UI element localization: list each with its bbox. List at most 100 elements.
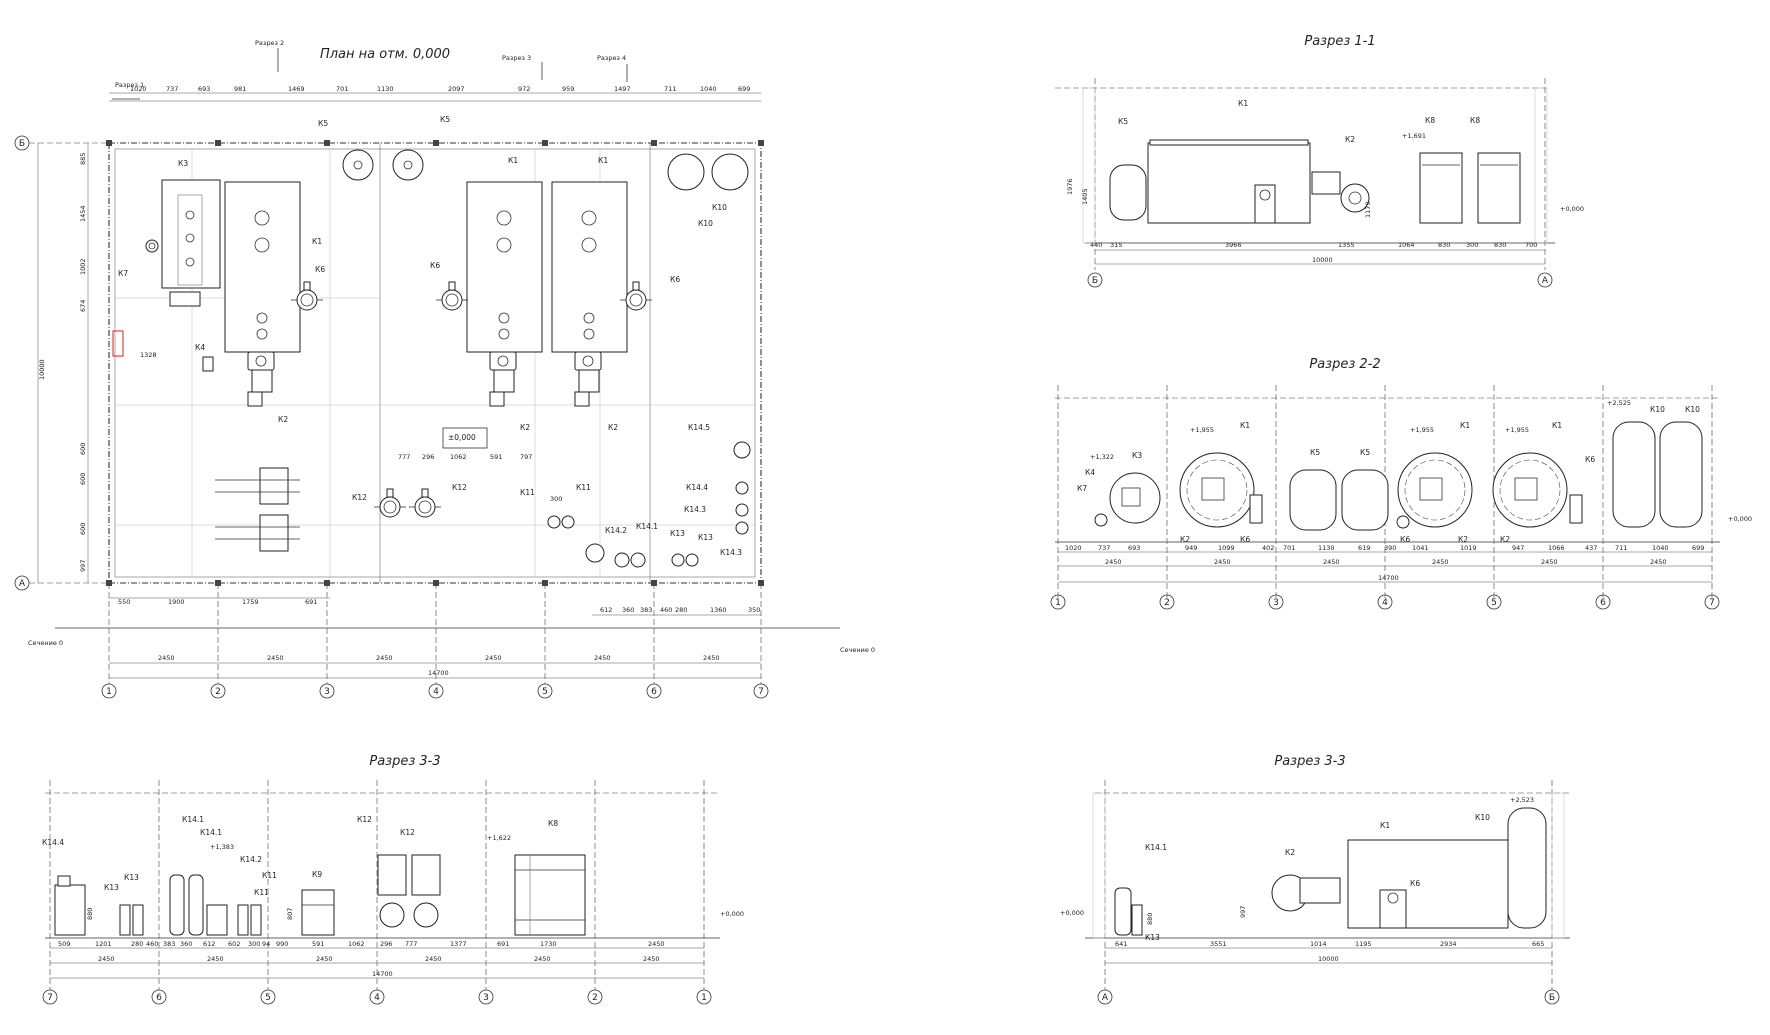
s11-floor-level: +0,000 bbox=[1560, 205, 1584, 213]
floor-plan: План на отм. 0,000 bbox=[14, 39, 875, 699]
s33l-dim: 1377 bbox=[450, 940, 467, 948]
s22-axis: 4 bbox=[1382, 598, 1388, 608]
s22-label-k5: К5 bbox=[1310, 448, 1320, 457]
label-k14-3: К14.3 bbox=[720, 548, 742, 557]
s33r-dim: 3551 bbox=[1210, 940, 1227, 948]
s11-axis-a: А bbox=[1542, 276, 1549, 286]
s33r-dim: 665 bbox=[1532, 940, 1544, 948]
s22-label-k1: К1 bbox=[1552, 421, 1562, 430]
equipment-k14-3 bbox=[735, 503, 749, 535]
s33r-k1 bbox=[1347, 839, 1509, 929]
dim-right-bottom: 460 bbox=[660, 606, 672, 614]
s33l-level: +1,622 bbox=[487, 834, 511, 842]
dim-bottom: 1900 bbox=[168, 598, 185, 606]
s22-dim: 1020 bbox=[1065, 544, 1082, 552]
s33r-dim: 1014 bbox=[1310, 940, 1327, 948]
label-k6: К6 bbox=[670, 275, 680, 284]
s11-dim: 300 bbox=[1466, 241, 1478, 249]
label-k14-3: К14.3 bbox=[684, 505, 706, 514]
s33l-dim: 94 bbox=[262, 940, 270, 948]
equipment-k5 bbox=[342, 149, 424, 181]
equipment-k12-a bbox=[373, 488, 407, 518]
s33r-k2 bbox=[1271, 874, 1341, 912]
section-2-2: Разрез 2-2 К3 К4 К7 +1,322 К1 bbox=[1050, 357, 1752, 610]
s22-level: +1,955 bbox=[1190, 426, 1214, 434]
s22-spacing: 2450 bbox=[1323, 558, 1340, 566]
s33l-label: К14.1 bbox=[182, 815, 204, 824]
label-k2: К2 bbox=[520, 423, 530, 432]
s33l-dim: 1201 bbox=[95, 940, 112, 948]
dim-top: 1040 bbox=[700, 85, 717, 93]
dim-inner: 591 bbox=[490, 453, 502, 461]
level-box bbox=[442, 427, 488, 449]
label-k11: К11 bbox=[520, 488, 535, 497]
s33l-label: К8 bbox=[548, 819, 558, 828]
s22-label-k10: К10 bbox=[1685, 405, 1700, 414]
equipment-k12-b bbox=[408, 488, 442, 518]
s22-label-k7: К7 bbox=[1077, 484, 1087, 493]
equipment-k2-a bbox=[247, 351, 275, 407]
s22-label-k2: К2 bbox=[1458, 535, 1468, 544]
s33l-k14-1 bbox=[169, 874, 204, 936]
s22-label-k5: К5 bbox=[1360, 448, 1370, 457]
s11-dim: 440 bbox=[1090, 241, 1102, 249]
s22-level: +1,322 bbox=[1090, 453, 1114, 461]
s11-dim: 1355 bbox=[1338, 241, 1355, 249]
s33r-k10 bbox=[1507, 807, 1547, 929]
label-k12: К12 bbox=[352, 493, 367, 502]
s33r-height: 880 bbox=[1146, 913, 1154, 925]
s22-label-k10: К10 bbox=[1650, 405, 1665, 414]
s22-dim: 437 bbox=[1585, 544, 1597, 552]
label-k1: К1 bbox=[598, 156, 608, 165]
s11-level: +1,691 bbox=[1402, 132, 1426, 140]
s22-axis: 3 bbox=[1273, 598, 1279, 608]
label-k6: К6 bbox=[315, 265, 325, 274]
s33l-dim: 1062 bbox=[348, 940, 365, 948]
plan-axes bbox=[101, 583, 769, 699]
s33l-axis: 7 bbox=[47, 993, 53, 1003]
s22-spacing: 2450 bbox=[1105, 558, 1122, 566]
dim-top: 711 bbox=[664, 85, 676, 93]
s22-dim: 1019 bbox=[1460, 544, 1477, 552]
s33l-label: К9 bbox=[312, 870, 322, 879]
label-k1: К1 bbox=[508, 156, 518, 165]
axis-1: 1 bbox=[106, 687, 112, 697]
s33r-level: +2,523 bbox=[1510, 796, 1534, 804]
section-mark-2: Разрез 2 bbox=[255, 39, 284, 47]
s11-height: 1405 bbox=[1081, 188, 1089, 205]
s22-dim: 701 bbox=[1283, 544, 1295, 552]
overall-depth: 10000 bbox=[38, 359, 46, 380]
dim-inner: 300 bbox=[550, 495, 562, 503]
s22-dim: 1041 bbox=[1412, 544, 1429, 552]
dim-axis: 2450 bbox=[594, 654, 611, 662]
dim-top: 1497 bbox=[614, 85, 631, 93]
equipment-k2-c bbox=[574, 351, 602, 407]
s33r-k14-1 bbox=[1114, 887, 1143, 936]
s33l-dim: 990 bbox=[276, 940, 288, 948]
section-mark-1: Разрез 1 bbox=[115, 81, 144, 89]
s22-dim: 711 bbox=[1615, 544, 1627, 552]
s11-dim: 315 bbox=[1110, 241, 1122, 249]
s22-dim: 1040 bbox=[1652, 544, 1669, 552]
s11-label-k1: К1 bbox=[1238, 99, 1248, 108]
s33l-k13 bbox=[119, 904, 144, 936]
s33r-label: К14.1 bbox=[1145, 843, 1167, 852]
dim-top: 972 bbox=[518, 85, 530, 93]
dim-right-bottom: 350 bbox=[748, 606, 760, 614]
dim-left: 600 bbox=[79, 473, 87, 485]
equipment-k4 bbox=[202, 356, 214, 372]
label-k13: К13 bbox=[670, 529, 685, 538]
s22-axis: 6 bbox=[1600, 598, 1606, 608]
s33l-axis: 4 bbox=[374, 993, 380, 1003]
s22-floor-level: +0,000 bbox=[1728, 515, 1752, 523]
s33l-axis: 6 bbox=[156, 993, 162, 1003]
s22-k1-c bbox=[1492, 452, 1583, 528]
dim-left: 885 bbox=[79, 153, 87, 165]
s22-k1-b bbox=[1396, 452, 1473, 529]
s33l-dim: 691 bbox=[497, 940, 509, 948]
s22-axis: 1 bbox=[1055, 598, 1061, 608]
s22-label-k6: К6 bbox=[1400, 535, 1410, 544]
s22-label-k6: К6 bbox=[1240, 535, 1250, 544]
dim-axis: 2450 bbox=[158, 654, 175, 662]
s11-k2-burner bbox=[1311, 171, 1370, 213]
